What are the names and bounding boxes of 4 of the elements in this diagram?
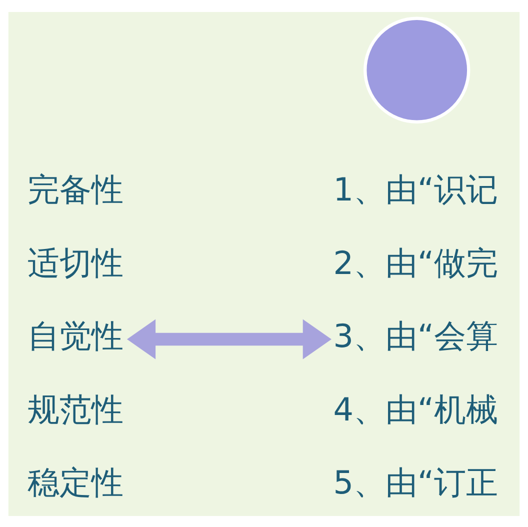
node-text: 完备性 适切性 自觉性 规范性 稳定性 <box>28 170 124 502</box>
node-text: 1、由“识记 2、由“做完 3、由“会算 4、由“机械 5、由“订正 <box>333 170 498 502</box>
arrow <box>126 318 332 359</box>
node-circle <box>364 16 470 123</box>
